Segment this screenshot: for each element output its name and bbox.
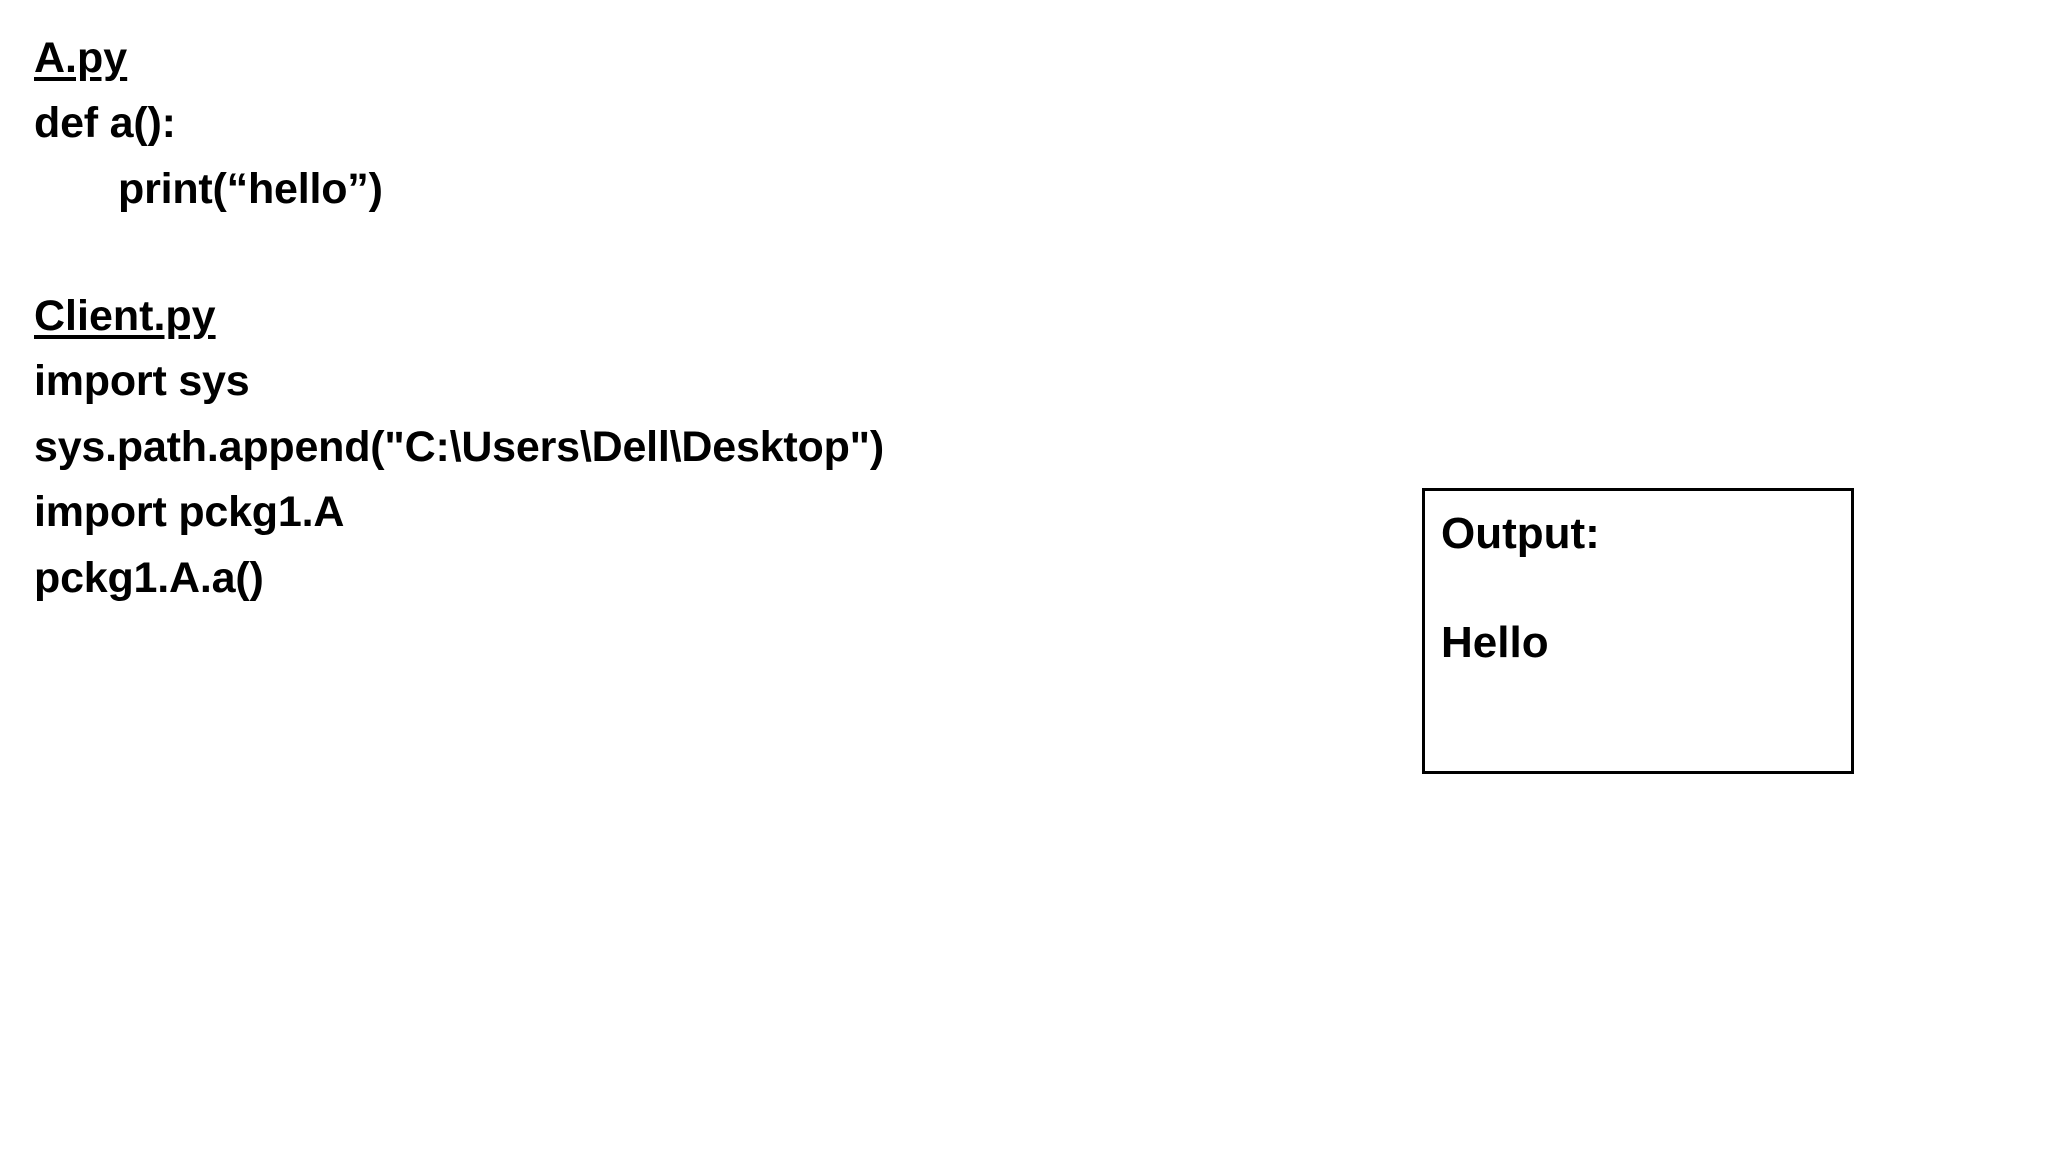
output-box: Output: Hello [1422, 488, 1854, 774]
section-a-heading-row: A.py [34, 26, 1334, 91]
output-value: Hello [1441, 618, 1549, 668]
code-line-pckg1-a-a-call: pckg1.A.a() [34, 553, 264, 602]
section-b-heading-row: Client.py [34, 284, 1334, 349]
code-line-import-sys: import sys [34, 357, 250, 406]
output-label: Output: [1441, 509, 1600, 558]
output-box-content: Output: Hello [1425, 491, 1851, 671]
code-line-sys-path-append: sys.path.append("C:\Users\Dell\Desktop") [34, 422, 884, 471]
code-listing-panel: A.py def a(): print(“hello”) Client.py i… [34, 26, 1334, 611]
file-heading-client-py: Client.py [34, 292, 216, 341]
output-box-spacer [1441, 562, 1851, 614]
code-line-print-hello: print(“hello”) [118, 164, 383, 213]
code-line-import-pckg1-a: import pckg1.A [34, 488, 345, 537]
file-heading-a-py: A.py [34, 34, 128, 82]
code-line-def-a: def a(): [34, 99, 176, 148]
blank-line-separator [34, 222, 1334, 284]
